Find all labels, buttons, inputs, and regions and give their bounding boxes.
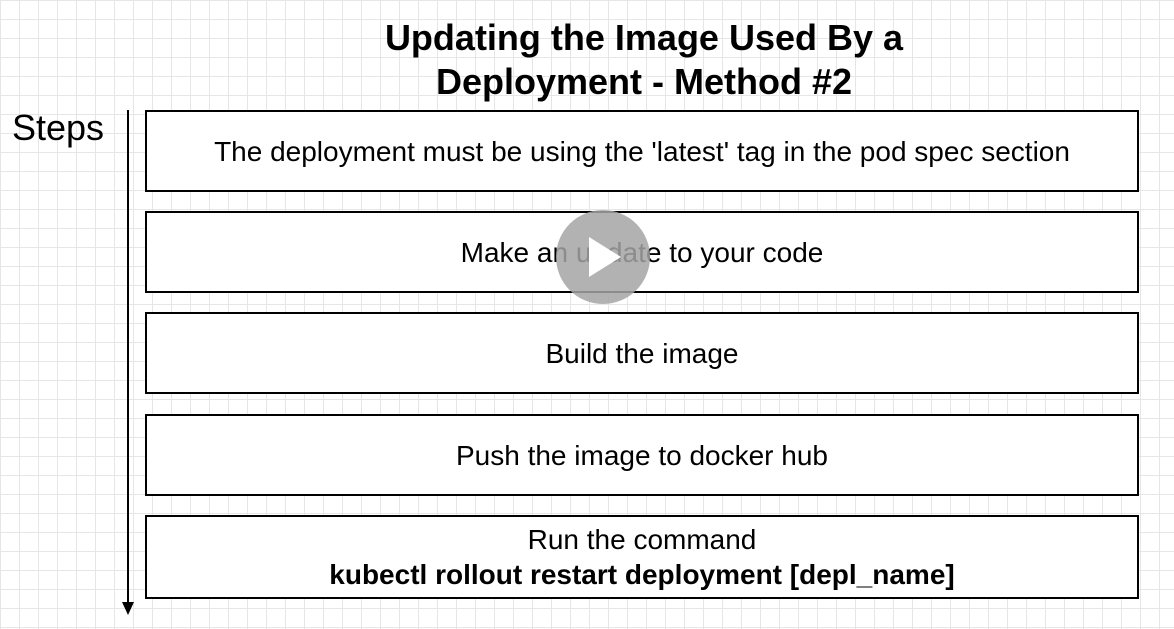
steps-label: Steps [12, 107, 105, 148]
play-button[interactable] [556, 210, 650, 304]
step-text: The deployment must be using the 'latest… [214, 135, 1070, 167]
step-box-5: Run the command kubectl rollout restart … [145, 515, 1139, 599]
step-text: Build the image [545, 337, 739, 369]
down-arrow-icon [122, 110, 134, 615]
title-line-2: Deployment - Method #2 [435, 61, 853, 102]
step-box-3: Build the image [145, 312, 1139, 394]
step-box-1: The deployment must be using the 'latest… [145, 110, 1139, 192]
diagram-title: Updating the Image Used By a Deployment … [254, 16, 1034, 104]
step-text: Push the image to docker hub [455, 439, 828, 471]
step-text: Run the command [527, 524, 757, 555]
play-icon [589, 237, 621, 277]
step-command: kubectl rollout restart deployment [depl… [329, 559, 955, 590]
step-box-4: Push the image to docker hub [145, 414, 1139, 496]
title-line-1: Updating the Image Used By a [384, 17, 904, 58]
